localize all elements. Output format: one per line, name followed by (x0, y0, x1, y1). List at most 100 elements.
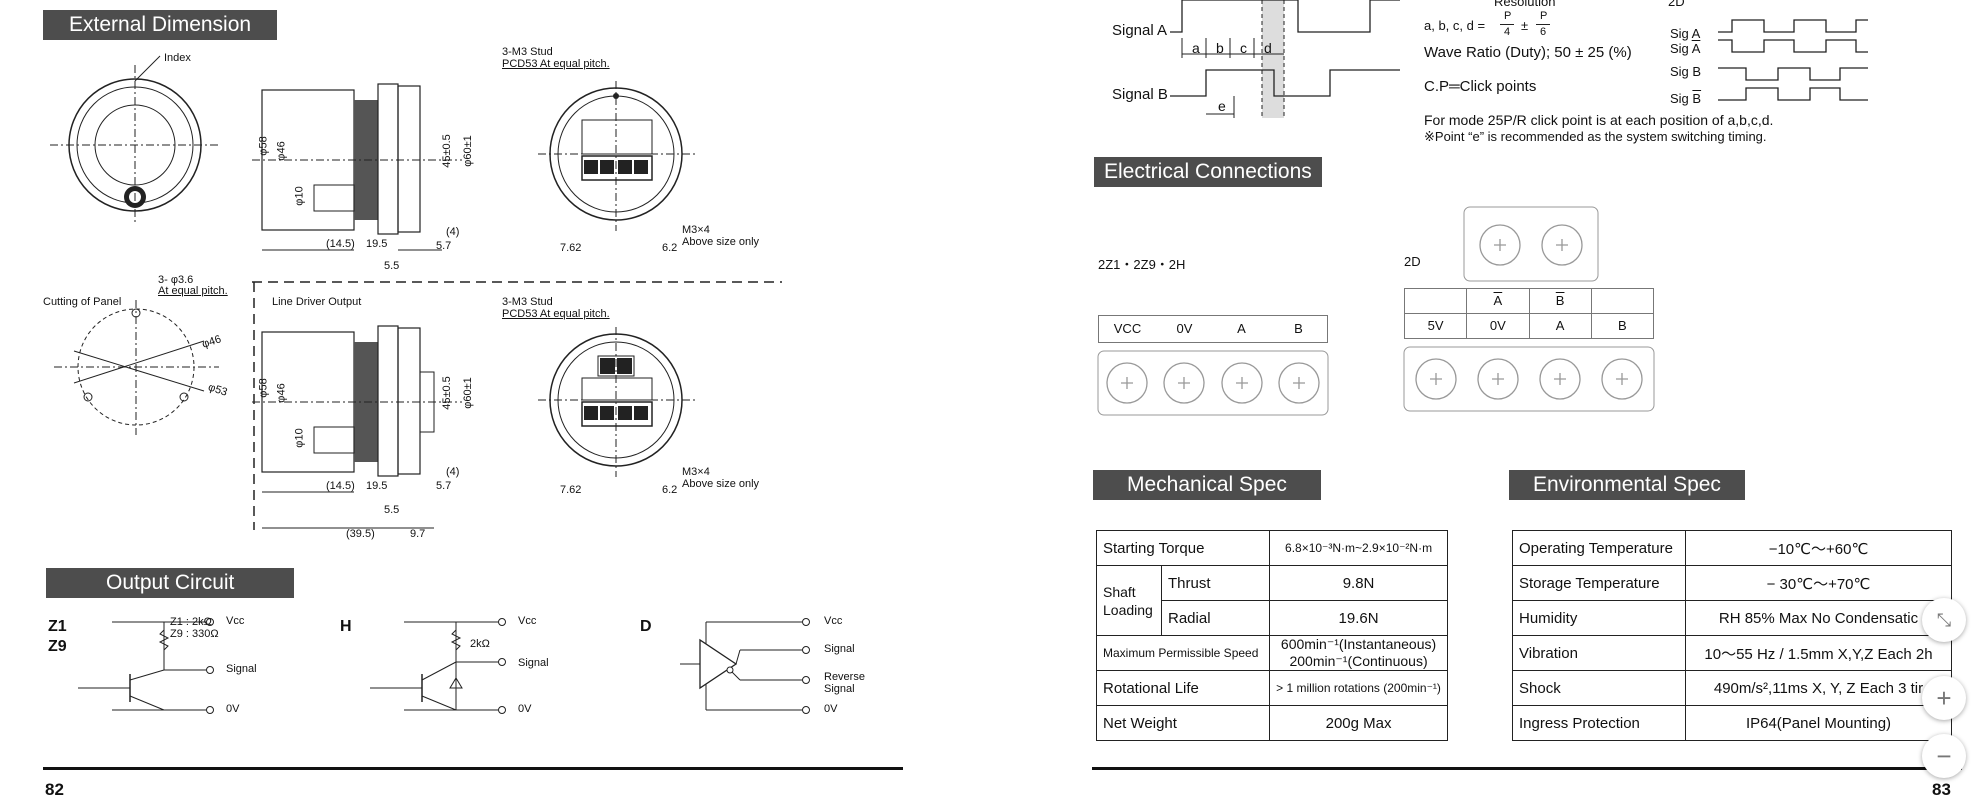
side-view-top-drawing (252, 83, 462, 251)
h-vcc-label: Vcc (518, 615, 537, 627)
section-header-mechanical-spec: Mechanical Spec (1093, 470, 1321, 500)
env-label-humidity: Humidity (1512, 600, 1686, 636)
env-label-storage-temp: Storage Temperature (1512, 565, 1686, 601)
env-value-storage-temp: − 30℃～+70℃ (1685, 565, 1952, 601)
fraction-p-1: P (1504, 10, 1512, 22)
env-value-operating-temp: −10℃～+60℃ (1685, 530, 1952, 566)
table-row: Operating Temperature−10℃～+60℃ (1512, 530, 1952, 566)
section-header-external-dimension: External Dimension (43, 10, 278, 40)
line-driver-label: Line Driver Output (272, 296, 362, 308)
dim-phi60-b: φ60±1 (461, 377, 474, 409)
dim-39-5: (39.5) (346, 528, 375, 540)
terminal-top-empty-1 (1405, 289, 1466, 313)
wave-ratio: Wave Ratio (Duty); 50 ± 25 (%) (1424, 44, 1632, 61)
terminal-label-b: B (1294, 321, 1303, 336)
terminal-label-a-2d: A (1528, 314, 1591, 338)
env-label-ingress: Ingress Protection (1512, 705, 1686, 741)
d-vcc-label: Vcc (824, 615, 843, 627)
terminal-screws-left (1097, 350, 1329, 416)
env-value-humidity: RH 85% Max No Condensatic (1685, 600, 1952, 636)
z-vcc-label: Vcc (226, 615, 245, 627)
dim-phi60: φ60±1 (461, 135, 474, 167)
spec-value-radial: 19.6N (1269, 600, 1448, 636)
screw-label-2: M3×4 (682, 466, 710, 478)
resolution-label: Resolution (1494, 0, 1556, 9)
footer-rule-left (43, 767, 903, 770)
dim-phi10: φ10 (293, 186, 306, 206)
env-label-operating-temp: Operating Temperature (1512, 530, 1686, 566)
d-0v-label: 0V (824, 703, 838, 715)
dim-phi46-b: φ46 (275, 383, 288, 403)
sig-a-label: Sig A (1670, 26, 1701, 41)
signal-a-label: Signal A (1112, 22, 1168, 39)
sig-a-bar-label: Sig A (1670, 41, 1701, 56)
d-signal-label: Signal (824, 643, 855, 655)
segment-e: e (1218, 98, 1226, 114)
model-left-label: 2Z1・2Z9・2H (1098, 257, 1186, 272)
fraction-p-2: P (1540, 10, 1548, 22)
dim-phi58-b: φ58 (257, 378, 270, 398)
screw-note-2: Above size only (682, 478, 760, 490)
page-82: External Dimension Index φ58 φ46 φ10 (14… (0, 0, 980, 800)
waveform-2d-label: 2D (1668, 0, 1685, 9)
circuit-z1-label: Z1 (48, 618, 67, 635)
circuit-z9-label: Z9 (48, 638, 67, 655)
terminal-top-b-bar: B (1528, 289, 1591, 313)
d-reverse-signal-label: Signal (824, 683, 855, 695)
env-value-ingress: IP64(Panel Mounting) (1685, 705, 1952, 741)
hole-pitch-label: At equal pitch. (158, 285, 228, 297)
spec-value-starting-torque: 6.8×10⁻³N·m~2.9×10⁻²N·m (1269, 530, 1448, 566)
dim-7-62-b: 7.62 (560, 484, 582, 496)
dim-4-b: (4) (446, 466, 460, 478)
table-row: Rotational Life > 1 million rotations (2… (1095, 670, 1448, 706)
env-label-shock: Shock (1512, 670, 1686, 706)
spec-value-thrust: 9.8N (1269, 565, 1448, 601)
z1-resistance: Z1 : 2kΩ (170, 616, 212, 628)
segment-d: d (1264, 40, 1272, 56)
table-row: Starting Torque 6.8×10⁻³N·m~2.9×10⁻²N·m (1095, 530, 1448, 566)
mode-note: For mode 25P/R click point is at each po… (1424, 112, 1774, 128)
env-value-vibration: 10～55 Hz / 1.5mm X,Y,Z Each 2h (1685, 635, 1952, 671)
terminal-block-right: A B 5V 0V A B (1403, 288, 1655, 420)
dim-9-7: 9.7 (410, 528, 426, 540)
circuit-h-diagram (370, 618, 506, 714)
mechanical-spec-table: Starting Torque 6.8×10⁻³N·m~2.9×10⁻²N·m … (1095, 530, 1448, 741)
fraction-bar-2 (1536, 24, 1550, 25)
z-signal-label: Signal (226, 663, 257, 675)
point-note: ※Point “e” is recommended as the system … (1424, 129, 1767, 144)
spec-label-rotational-life: Rotational Life (1095, 670, 1271, 706)
env-label-vibration: Vibration (1512, 635, 1686, 671)
differential-waveform (1718, 19, 1868, 101)
dim-5-7-b: 5.7 (436, 480, 452, 492)
page-number-83: 83 (1932, 780, 1951, 799)
zoom-out-button[interactable]: − (1922, 734, 1966, 778)
spec-label-thrust: Thrust (1160, 565, 1271, 601)
fit-page-button[interactable]: ⤡ (1922, 598, 1966, 642)
zoom-in-button[interactable]: + (1922, 676, 1966, 720)
compress-arrows-icon: ⤡ (1936, 610, 1952, 630)
circuit-h-label: H (340, 618, 352, 635)
dim-phi46: φ46 (275, 141, 288, 161)
dim-4: (4) (446, 226, 460, 238)
sig-b-bar-label: Sig B (1670, 91, 1702, 106)
dim-5-5-b: 5.5 (384, 504, 400, 516)
table-row: Net Weight 200g Max (1095, 705, 1448, 741)
page-number-82: 82 (45, 780, 64, 799)
side-view-bottom-drawing (252, 325, 462, 529)
dim-45-b: 45±0.5 (440, 376, 453, 410)
section-header-output-circuit: Output Circuit (46, 568, 295, 598)
pcd-label-2: PCD53 At equal pitch. (502, 308, 610, 320)
dim-phi53-cutout: φ53 (206, 381, 229, 399)
spec-label-max-speed: Maximum Permissible Speed (1095, 635, 1271, 671)
circuit-z-diagram (78, 618, 214, 714)
dim-6-2: 6.2 (662, 242, 678, 254)
screw-note-1: Above size only (682, 236, 760, 248)
model-right-label: 2D (1404, 254, 1421, 269)
segment-a: a (1192, 40, 1200, 56)
terminal-top-a-bar: A (1466, 289, 1528, 313)
